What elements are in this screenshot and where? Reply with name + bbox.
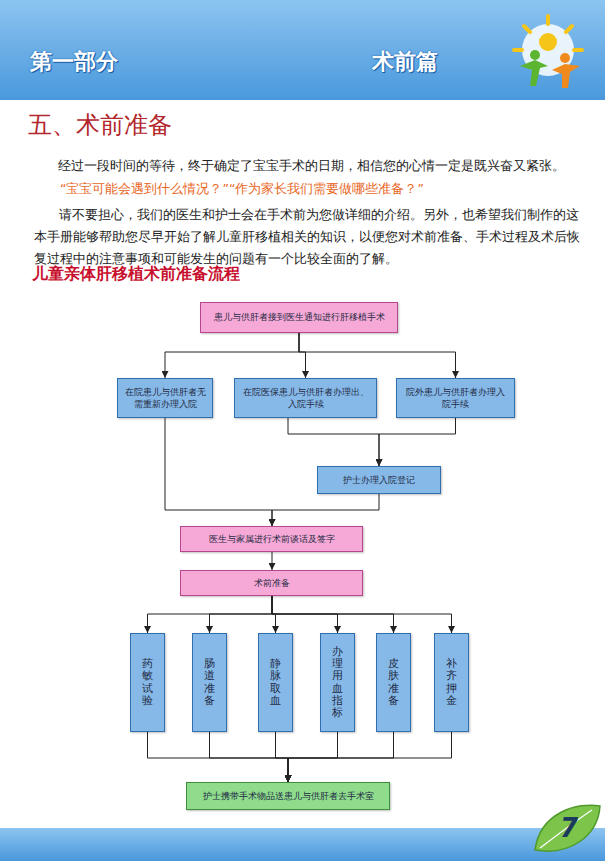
flow-connector [272, 596, 452, 633]
flow-connector [299, 333, 456, 378]
section-heading: 五、术前准备 [28, 110, 328, 141]
node-text: 患儿与供肝者接到医生通知进行肝移植手术 [214, 311, 385, 323]
body-paragraph: 经过一段时间的等待，终于确定了宝宝手术的日期，相信您的心情一定是既兴奋又紧张。 [58, 158, 598, 174]
flow-connector [148, 596, 273, 633]
node-text: 医生与家属进行术前谈话及签字 [209, 533, 335, 545]
flow-connector [379, 418, 456, 466]
node-text: 肠道准备 [204, 658, 215, 706]
node-text: 在院医保患儿与供肝者办理出、入院手续 [241, 386, 370, 410]
flow-connector [272, 494, 379, 526]
flow-connector [276, 732, 289, 782]
task-box: 肠道准备 [192, 633, 227, 732]
node-text: 院外患儿与供肝者办理入院手续 [403, 386, 508, 410]
process-box: 在院医保患儿与供肝者办理出、入院手续 [234, 378, 377, 418]
quote-line: “宝宝可能会遇到什么情况？”“作为家长我们需要做哪些准备？” [60, 181, 600, 197]
body-paragraph: 请不要担心，我们的医生和护士会在手术前为您做详细的介绍。另外，也希望我们制作的这… [34, 204, 580, 270]
footer-band [0, 828, 605, 861]
task-box: 药敏试验 [130, 633, 165, 732]
logo-icon [514, 16, 582, 88]
task-box: 补齐押金 [434, 633, 469, 732]
end-box: 护士携带手术物品送患儿与供肝者去手术室 [186, 782, 390, 810]
task-box: 皮肤准备 [376, 633, 411, 732]
flow-connector [288, 732, 452, 782]
diagram-title: 儿童亲体肝移植术前准备流程 [32, 264, 432, 285]
header-band [0, 0, 605, 100]
node-text: 药敏试验 [142, 658, 153, 706]
flow-connector [288, 418, 379, 466]
process-box: 术前准备 [180, 570, 363, 596]
flow-connector [210, 732, 289, 782]
node-text: 术前准备 [254, 577, 290, 589]
flow-connector [165, 418, 272, 526]
start-box: 患儿与供肝者接到医生通知进行肝移植手术 [200, 302, 398, 333]
process-box: 在院患儿与供肝者无需重新办理入院 [117, 378, 213, 418]
node-text: 静脉取血 [270, 658, 281, 706]
leaf-icon [535, 805, 600, 851]
flow-connector [299, 333, 306, 378]
flow-connector [272, 552, 273, 570]
node-text: 皮肤准备 [388, 658, 399, 706]
task-box: 静脉取血 [258, 633, 293, 732]
page-number: 7 [560, 812, 590, 846]
part-name: 术前篇 [372, 48, 492, 77]
part-heading: 第一部分 [30, 48, 190, 77]
node-text: 护士办理入院登记 [343, 474, 415, 486]
flow-connector [165, 333, 299, 378]
flow-connector [148, 732, 289, 782]
node-text: 护士携带手术物品送患儿与供肝者去手术室 [203, 790, 374, 802]
flow-connector [210, 596, 273, 633]
flow-connector [288, 732, 394, 782]
node-text: 补齐押金 [446, 658, 457, 706]
node-text: 在院患儿与供肝者无需重新办理入院 [124, 386, 206, 410]
process-box: 护士办理入院登记 [317, 466, 441, 494]
task-box: 办理用血指标 [320, 633, 355, 732]
process-box: 医生与家属进行术前谈话及签字 [180, 526, 363, 552]
node-text: 办理用血指标 [332, 646, 343, 719]
flow-connector [288, 732, 338, 782]
process-box: 院外患儿与供肝者办理入院手续 [396, 378, 515, 418]
